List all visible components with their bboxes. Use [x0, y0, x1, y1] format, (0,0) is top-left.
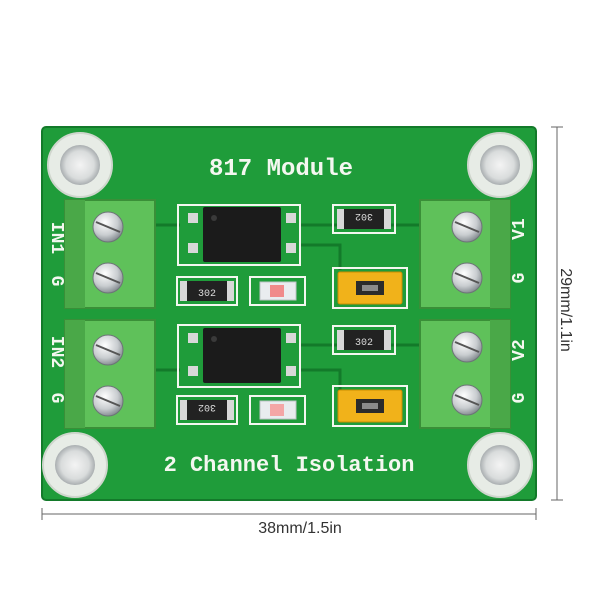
dimension-lines	[41, 126, 563, 520]
board-title: 817 Module	[209, 156, 353, 183]
resistor-code-r1: 302	[355, 210, 373, 221]
led-1	[249, 276, 306, 306]
mount-hole-tr	[467, 132, 533, 198]
terminal-block-in2	[64, 319, 156, 429]
label-v1: V1	[510, 218, 530, 240]
resistor-r1	[332, 204, 396, 234]
mount-hole-br	[467, 432, 533, 498]
resistor-code-r2: 302	[355, 338, 373, 349]
mount-hole-bl	[42, 432, 108, 498]
optocoupler-1	[177, 204, 301, 266]
resistor-code-r4: 302	[198, 401, 216, 412]
mount-hole-tl	[47, 132, 113, 198]
label-g-right-1: G	[510, 273, 530, 284]
jumper-1	[332, 267, 408, 309]
width-dimension-label: 38mm/1.5in	[258, 520, 342, 537]
resistor-r3	[176, 276, 238, 306]
board-subtitle: 2 Channel Isolation	[164, 453, 415, 478]
optocoupler-2	[177, 324, 301, 388]
label-in2: IN2	[46, 336, 66, 368]
resistor-code-r3: 302	[198, 289, 216, 300]
terminal-block-in1	[64, 199, 156, 309]
label-in1: IN1	[46, 222, 66, 255]
terminal-block-v2	[419, 319, 511, 429]
resistor-r4	[176, 395, 238, 425]
label-v2: V2	[510, 339, 530, 361]
resistor-r2	[332, 325, 396, 355]
label-g-right-2: G	[510, 393, 530, 404]
led-2	[249, 395, 306, 425]
terminal-block-v1	[419, 199, 511, 309]
jumper-2	[332, 385, 408, 427]
label-g-left-2: G	[46, 393, 66, 404]
height-dimension-label: 29mm/1.1in	[557, 268, 574, 352]
label-g-left-1: G	[46, 276, 66, 287]
pcb-board	[41, 126, 537, 501]
